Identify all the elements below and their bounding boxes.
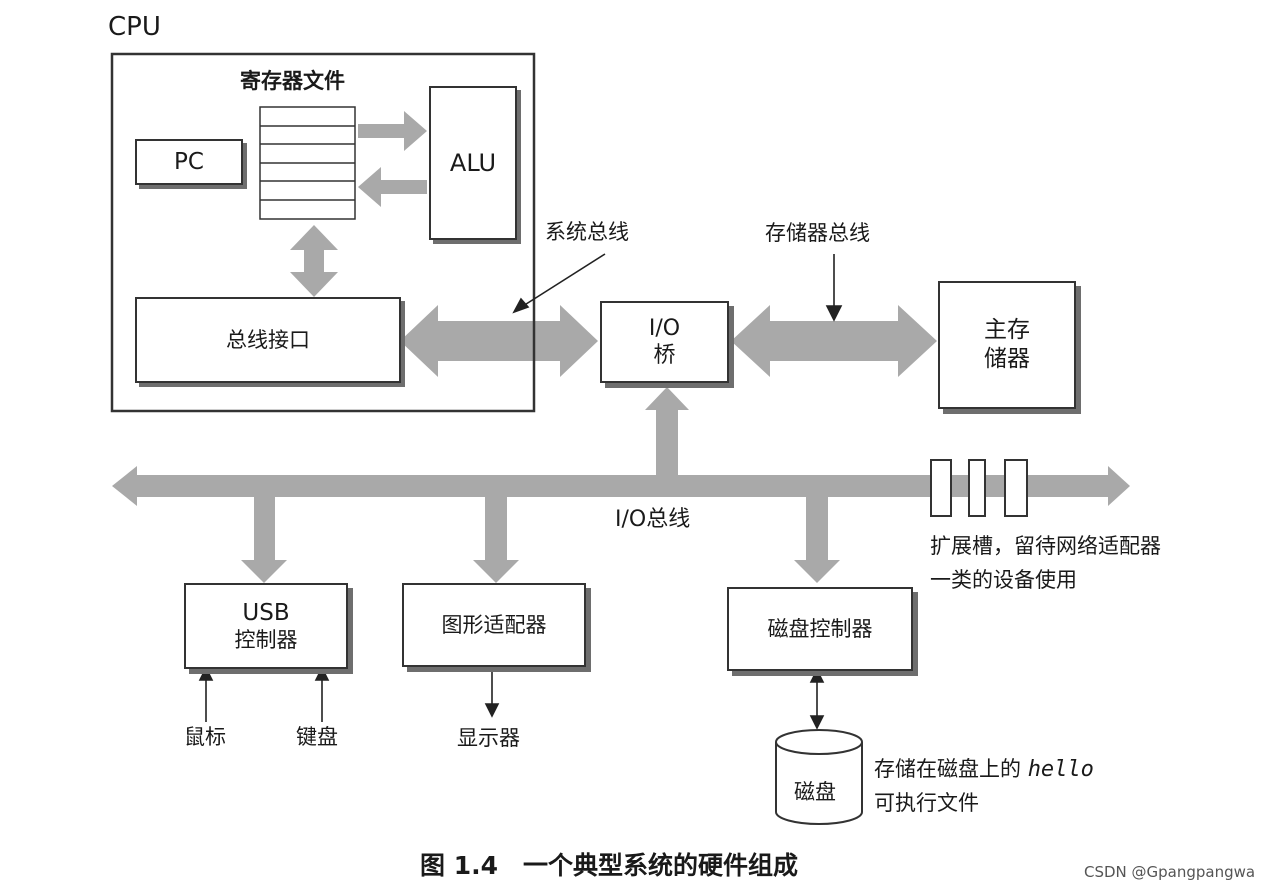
keyboard-label: 键盘 bbox=[296, 725, 338, 749]
main-memory-line2: 储器 bbox=[984, 346, 1030, 372]
expansion-slots bbox=[930, 459, 1028, 517]
mouse-arrow-head bbox=[198, 666, 214, 681]
disk-cylinder bbox=[775, 729, 863, 825]
pc-label: PC bbox=[174, 148, 204, 175]
regfile-bus-arrow bbox=[290, 225, 338, 297]
disk-note-filename: hello bbox=[1027, 757, 1094, 782]
regfile-to-alu-arrow bbox=[358, 111, 427, 151]
io-bridge-line2: 桥 bbox=[653, 343, 676, 368]
expansion-slots-line2: 一类的设备使用 bbox=[930, 568, 1077, 592]
keyboard-arrow-head bbox=[314, 666, 330, 681]
graphics-down-arrow bbox=[473, 497, 519, 583]
cpu-title: CPU bbox=[108, 12, 161, 42]
alu: ALU bbox=[429, 86, 517, 240]
alu-to-regfile-arrow bbox=[358, 167, 427, 207]
disk-label: 磁盘 bbox=[794, 780, 836, 804]
bus-interface: 总线接口 bbox=[135, 297, 401, 383]
diskctl-down-arrow bbox=[794, 497, 840, 583]
disk-controller: 磁盘控制器 bbox=[727, 587, 913, 671]
register-file-label: 寄存器文件 bbox=[240, 69, 345, 93]
register-file bbox=[259, 106, 356, 220]
display-arrow-head bbox=[484, 703, 500, 718]
disk-note-prefix: 存储在磁盘上的 bbox=[874, 757, 1028, 781]
display-label: 显示器 bbox=[457, 726, 520, 750]
usb-controller: USB 控制器 bbox=[184, 583, 348, 669]
system-bus-pointer-head bbox=[512, 297, 530, 314]
main-memory: 主存 储器 bbox=[938, 281, 1076, 409]
disk-controller-label: 磁盘控制器 bbox=[767, 616, 873, 641]
expansion-slots-line1: 扩展槽，留待网络适配器 bbox=[930, 534, 1161, 558]
pc-register: PC bbox=[135, 139, 243, 185]
memory-bus-label: 存储器总线 bbox=[765, 221, 870, 245]
bus-interface-label: 总线接口 bbox=[226, 327, 310, 352]
io-bus-label: I/O总线 bbox=[615, 507, 691, 532]
disk-note-line1: 存储在磁盘上的 hello bbox=[874, 757, 1094, 782]
usb-controller-line2: 控制器 bbox=[234, 628, 298, 653]
disk-arrow-head-up bbox=[809, 668, 825, 683]
figure-caption: 图 1.4 一个典型系统的硬件组成 bbox=[420, 851, 798, 880]
disk-arrow-head-down bbox=[809, 715, 825, 730]
bridge-up-arrow bbox=[645, 387, 689, 475]
system-bus-arrow bbox=[400, 305, 598, 377]
graphics-adapter-label: 图形适配器 bbox=[441, 612, 547, 637]
io-bridge-line1: I/O bbox=[648, 315, 681, 341]
usb-down-arrow bbox=[241, 497, 287, 583]
disk-note-line2: 可执行文件 bbox=[874, 791, 979, 815]
memory-bus-arrow bbox=[731, 305, 937, 377]
graphics-adapter: 图形适配器 bbox=[402, 583, 586, 667]
usb-controller-line1: USB bbox=[242, 599, 290, 626]
io-bus-bar bbox=[112, 466, 1130, 506]
memory-bus-pointer-head bbox=[825, 305, 843, 322]
alu-label: ALU bbox=[449, 149, 497, 177]
system-bus-label: 系统总线 bbox=[545, 220, 629, 244]
io-bridge: I/O 桥 bbox=[600, 301, 729, 383]
main-memory-line1: 主存 bbox=[984, 317, 1030, 344]
cpu-frame bbox=[110, 52, 536, 413]
watermark: CSDN @Gpangpangwa bbox=[1084, 863, 1256, 881]
mouse-label: 鼠标 bbox=[184, 725, 226, 749]
